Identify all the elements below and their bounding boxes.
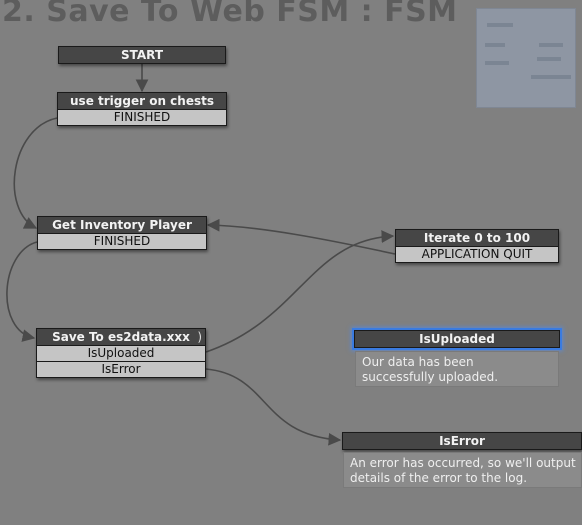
state-get-inventory[interactable]: Get Inventory Player FINISHED bbox=[37, 216, 207, 250]
state-is-error-header: IsError bbox=[342, 432, 582, 450]
state-use-trigger[interactable]: use trigger on chests FINISHED bbox=[57, 92, 227, 126]
event-finished[interactable]: FINISHED bbox=[57, 110, 227, 126]
event-is-error[interactable]: IsError bbox=[36, 362, 206, 378]
state-is-uploaded-header: IsUploaded bbox=[354, 330, 560, 348]
transition-is-error[interactable] bbox=[205, 368, 342, 446]
state-iterate[interactable]: Iterate 0 to 100 APPLICATION QUIT bbox=[395, 229, 559, 263]
state-is-error[interactable]: IsError bbox=[342, 432, 582, 450]
state-get-inventory-header: Get Inventory Player bbox=[37, 216, 207, 234]
paren-icon: ) bbox=[197, 330, 202, 344]
transition-use-trigger-finished[interactable] bbox=[13, 117, 58, 229]
event-application-quit[interactable]: APPLICATION QUIT bbox=[395, 247, 559, 263]
state-save-to[interactable]: Save To es2data.xxx ) IsUploaded IsError bbox=[36, 328, 206, 378]
transition-is-uploaded[interactable] bbox=[205, 230, 395, 353]
event-is-uploaded[interactable]: IsUploaded bbox=[36, 346, 206, 362]
event-finished[interactable]: FINISHED bbox=[37, 234, 207, 250]
transition-get-inventory-finished[interactable] bbox=[6, 241, 38, 342]
state-is-uploaded[interactable]: IsUploaded bbox=[354, 330, 560, 348]
state-iterate-header: Iterate 0 to 100 bbox=[395, 229, 559, 247]
minimap[interactable] bbox=[476, 8, 576, 108]
state-save-to-label: Save To es2data.xxx bbox=[52, 330, 190, 344]
state-start[interactable]: START bbox=[58, 46, 226, 64]
transition-iterate-quit[interactable] bbox=[206, 218, 396, 255]
state-start-header: START bbox=[58, 46, 226, 64]
state-save-to-header: Save To es2data.xxx ) bbox=[36, 328, 206, 346]
state-use-trigger-header: use trigger on chests bbox=[57, 92, 227, 110]
fsm-title: 2. Save To Web FSM : FSM bbox=[2, 0, 458, 29]
